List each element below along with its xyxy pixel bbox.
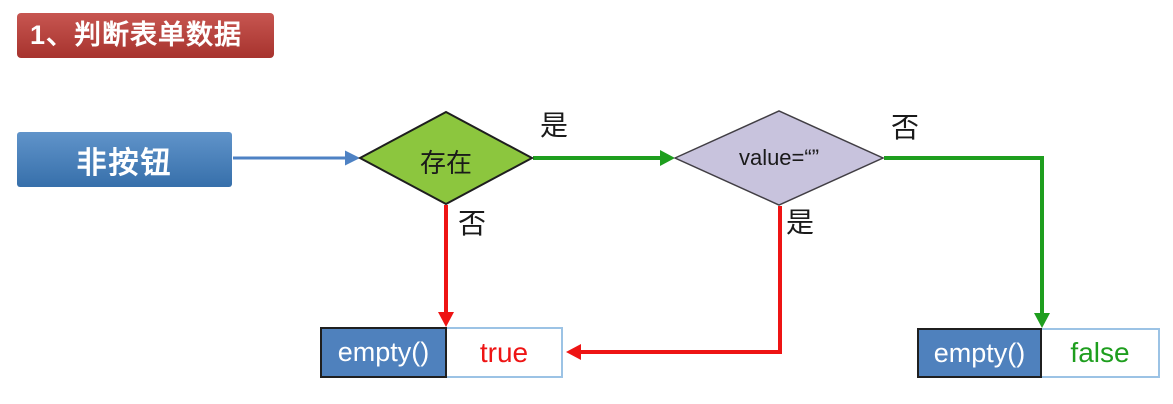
edge-label-value-yes: 是	[786, 206, 815, 239]
slide-title-text: 1、判断表单数据	[30, 20, 243, 50]
arrowhead-value-yes	[566, 344, 581, 360]
node-start-non-button: 非按钮	[17, 132, 232, 187]
slide-title-banner: 1、判断表单数据	[17, 13, 274, 58]
arrowhead-start-to-exists	[345, 150, 360, 166]
result-true-func-label: empty()	[337, 337, 430, 367]
result-true-func-cell: empty()	[320, 327, 447, 378]
result-true-value-cell: true	[447, 327, 563, 378]
result-false-value-label: false	[1070, 337, 1130, 368]
decision-value-diamond	[673, 110, 885, 206]
edge-label-exists-yes: 是	[540, 109, 569, 142]
arrow-value-yes	[579, 206, 782, 354]
node-start-label: 非按钮	[76, 146, 173, 180]
edge-label-exists-no: 否	[458, 207, 487, 240]
node-result-false: empty() false	[917, 328, 1160, 378]
arrowhead-value-no	[1034, 313, 1050, 328]
result-false-value-cell: false	[1042, 328, 1160, 378]
arrow-value-no	[884, 156, 1044, 315]
decision-exists-diamond	[357, 110, 535, 206]
arrowhead-exists-no	[438, 312, 454, 327]
node-result-true: empty() true	[320, 327, 563, 378]
arrowhead-exists-yes	[660, 150, 675, 166]
result-false-func-label: empty()	[933, 337, 1026, 368]
result-true-value-label: true	[479, 336, 529, 368]
decision-value-label: value=“”	[738, 145, 820, 170]
result-false-func-cell: empty()	[917, 328, 1042, 378]
decision-exists-label: 存在	[419, 149, 472, 179]
edge-label-value-no: 否	[891, 111, 920, 144]
